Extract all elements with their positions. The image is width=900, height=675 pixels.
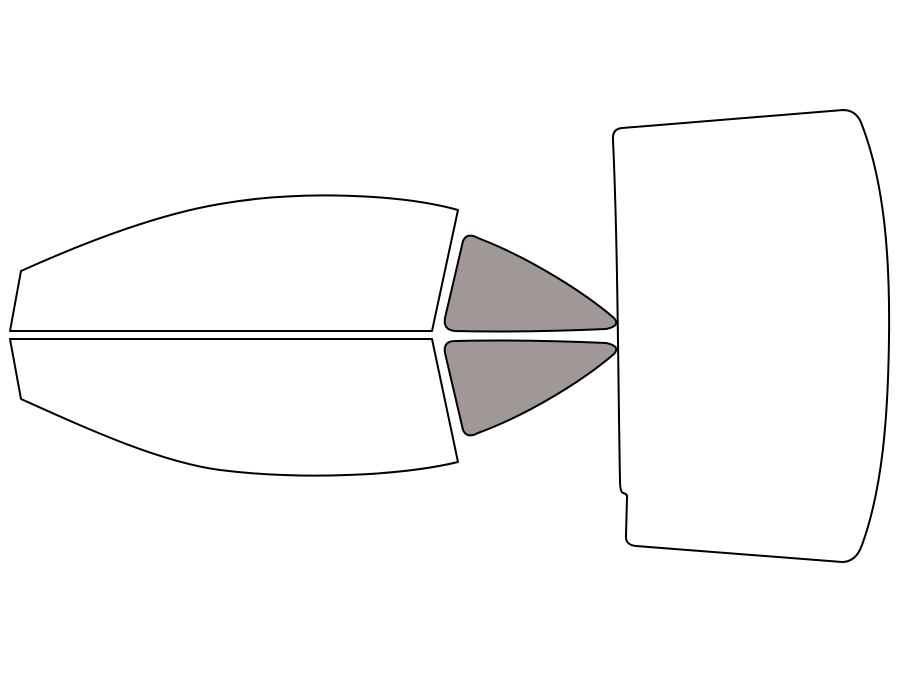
rear-quarter-window-upper[interactable]: [443, 234, 618, 333]
rear-quarter-window-lower[interactable]: [443, 339, 618, 437]
rear-windshield[interactable]: [611, 109, 891, 563]
front-door-window-lower[interactable]: [9, 338, 459, 477]
front-door-window-upper[interactable]: [9, 194, 459, 332]
